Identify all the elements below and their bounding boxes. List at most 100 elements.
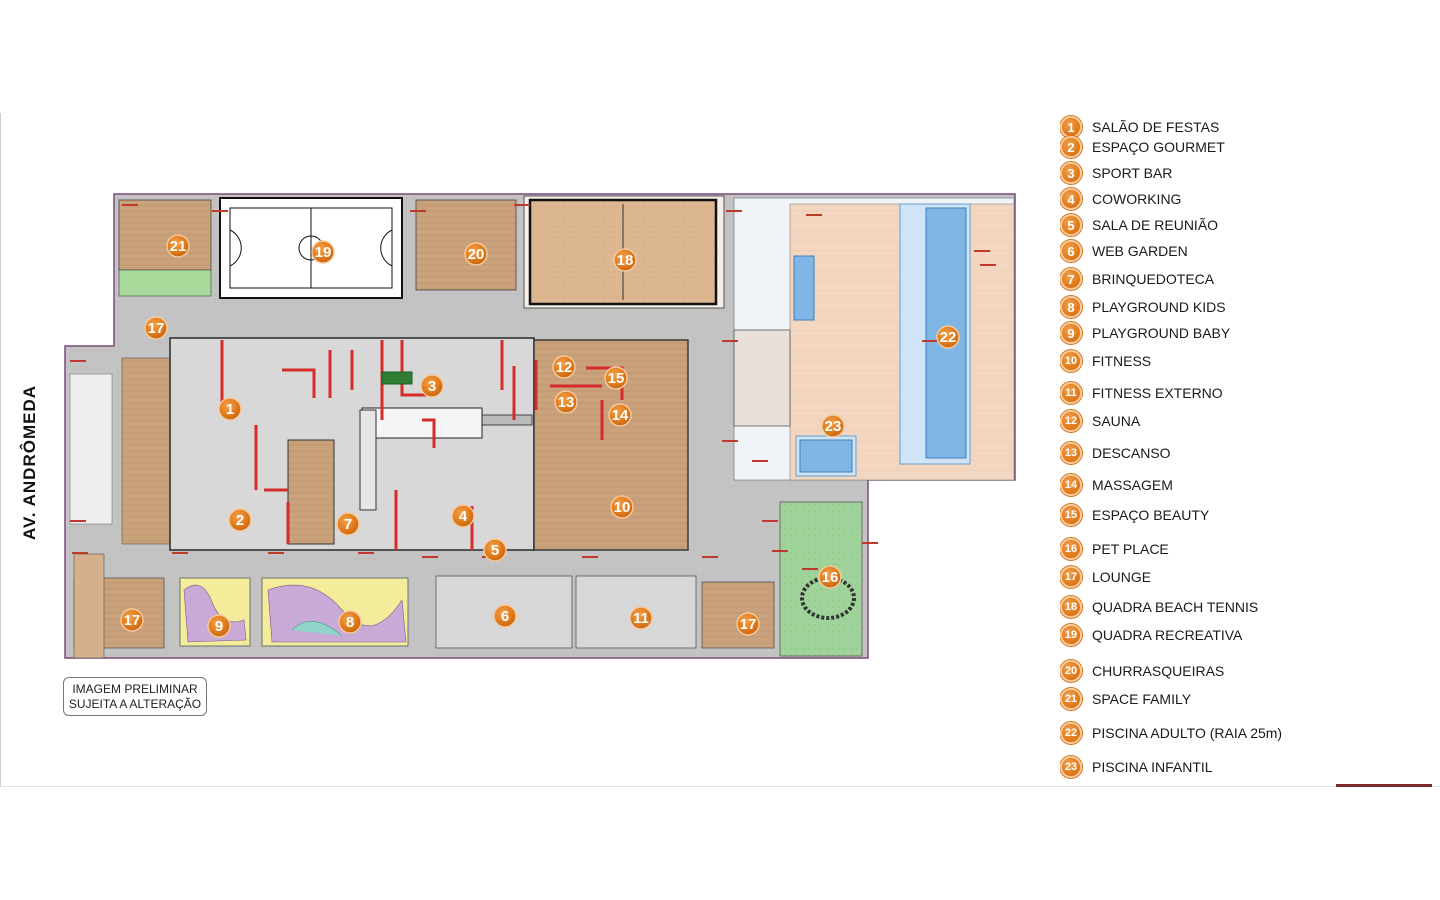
- plan-marker-number: 17: [124, 612, 141, 629]
- legend-label: WEB GARDEN: [1092, 243, 1188, 259]
- plan-marker-number: 3: [428, 378, 436, 395]
- plan-marker: 8: [338, 610, 362, 634]
- legend-number-badge: 13: [1060, 442, 1082, 464]
- legend-label: ESPAÇO BEAUTY: [1092, 507, 1210, 523]
- plan-marker-number: 4: [459, 508, 468, 525]
- plan-marker-number: 21: [170, 238, 187, 255]
- plan-marker-number: 15: [608, 370, 625, 387]
- annotation-tick: [980, 264, 996, 266]
- plan-marker-circle: [207, 614, 231, 638]
- annotation-tick: [752, 460, 768, 462]
- plan-marker: 23: [821, 414, 845, 438]
- frame-left-line: [0, 113, 1, 786]
- plan-marker-number: 14: [612, 407, 629, 424]
- plan-marker: 9: [207, 614, 231, 638]
- legend-label: SAUNA: [1092, 413, 1141, 429]
- legend-item: 2 ESPAÇO GOURMET: [1060, 134, 1225, 160]
- legend-label: COWORKING: [1092, 191, 1182, 207]
- plan-marker-number: 13: [558, 394, 575, 411]
- space-family-green: [118, 269, 212, 297]
- plan-marker-number: 17: [148, 320, 165, 337]
- disclaimer-box: IMAGEM PRELIMINAR SUJEITA A ALTERAÇÃO: [63, 677, 207, 716]
- legend-number-badge: 7: [1060, 268, 1082, 290]
- annotation-tick: [772, 550, 788, 552]
- annotation-tick: [122, 204, 138, 206]
- legend-number-badge: 16: [1060, 538, 1082, 560]
- legend-label: SALÃO DE FESTAS: [1092, 119, 1220, 135]
- plan-marker: 5: [483, 538, 507, 562]
- legend-number-badge: 5: [1060, 214, 1082, 236]
- plan-marker: 20: [464, 242, 488, 266]
- plan-marker-number: 16: [822, 569, 839, 586]
- plan-marker: 2: [228, 508, 252, 532]
- annotation-tick: [802, 568, 818, 570]
- annotation-tick: [726, 210, 742, 212]
- plan-marker-circle: [629, 606, 653, 630]
- plan-marker-circle: [336, 512, 360, 536]
- legend-label: CHURRASQUEIRAS: [1092, 663, 1225, 679]
- plan-marker-circle: [493, 604, 517, 628]
- annotation-tick: [762, 520, 778, 522]
- plan-marker-number: 17: [740, 616, 757, 633]
- legend-number-badge: 3: [1060, 162, 1082, 184]
- legend-number-badge: 4: [1060, 188, 1082, 210]
- plan-marker: 21: [166, 234, 190, 258]
- annotation-tick: [514, 204, 530, 206]
- legend-item: 17 LOUNGE: [1060, 564, 1151, 590]
- annotation-tick: [702, 556, 718, 558]
- plan-marker: 18: [613, 248, 637, 272]
- annotation-tick: [70, 520, 86, 522]
- plan-marker-circle: [420, 374, 444, 398]
- plan-marker: 11: [629, 606, 653, 630]
- legend-label: BRINQUEDOTECA: [1092, 271, 1215, 287]
- plan-marker-circle: [736, 612, 760, 636]
- legend-item: 4 COWORKING: [1060, 186, 1181, 212]
- plan-marker-circle: [120, 608, 144, 632]
- legend-label: FITNESS: [1092, 353, 1152, 369]
- annotation-tick: [410, 210, 426, 212]
- plan-marker-number: 5: [491, 542, 499, 559]
- annotation-tick: [806, 214, 822, 216]
- legend-label: PET PLACE: [1092, 541, 1169, 557]
- annotation-tick: [582, 556, 598, 558]
- plan-marker-circle: [218, 397, 242, 421]
- legend-number-badge: 15: [1060, 504, 1082, 526]
- legend-label: LOUNGE: [1092, 569, 1152, 585]
- legend-label: ESPAÇO GOURMET: [1092, 139, 1225, 155]
- plan-marker-number: 20: [468, 246, 485, 263]
- plan-marker-circle: [464, 242, 488, 266]
- legend-label: PLAYGROUND KIDS: [1092, 299, 1226, 315]
- plan-marker-circle: [821, 414, 845, 438]
- plan-marker: 17: [736, 612, 760, 636]
- plan-marker: 15: [604, 366, 628, 390]
- plan-marker: 1: [218, 397, 242, 421]
- disclaimer-line-2: SUJEITA A ALTERAÇÃO: [68, 697, 202, 711]
- legend-label: SPORT BAR: [1092, 165, 1173, 181]
- legend-number-badge: 17: [1060, 566, 1082, 588]
- space-family-area: [118, 199, 212, 271]
- plan-marker-number: 22: [940, 329, 957, 346]
- annotation-tick: [922, 340, 938, 342]
- legend-number-badge: 9: [1060, 322, 1082, 344]
- plan-marker-circle: [610, 495, 634, 519]
- plan-marker: 10: [610, 495, 634, 519]
- legend-number-badge: 22: [1060, 722, 1082, 744]
- legend-label: QUADRA BEACH TENNIS: [1092, 599, 1259, 615]
- legend-number-badge: 2: [1060, 136, 1082, 158]
- annotation-tick: [862, 542, 878, 544]
- legend-label: MASSAGEM: [1092, 477, 1173, 493]
- legend-label: SALA DE REUNIÃO: [1092, 217, 1219, 233]
- plan-marker-circle: [228, 508, 252, 532]
- frame-bottom-line: [0, 786, 1440, 787]
